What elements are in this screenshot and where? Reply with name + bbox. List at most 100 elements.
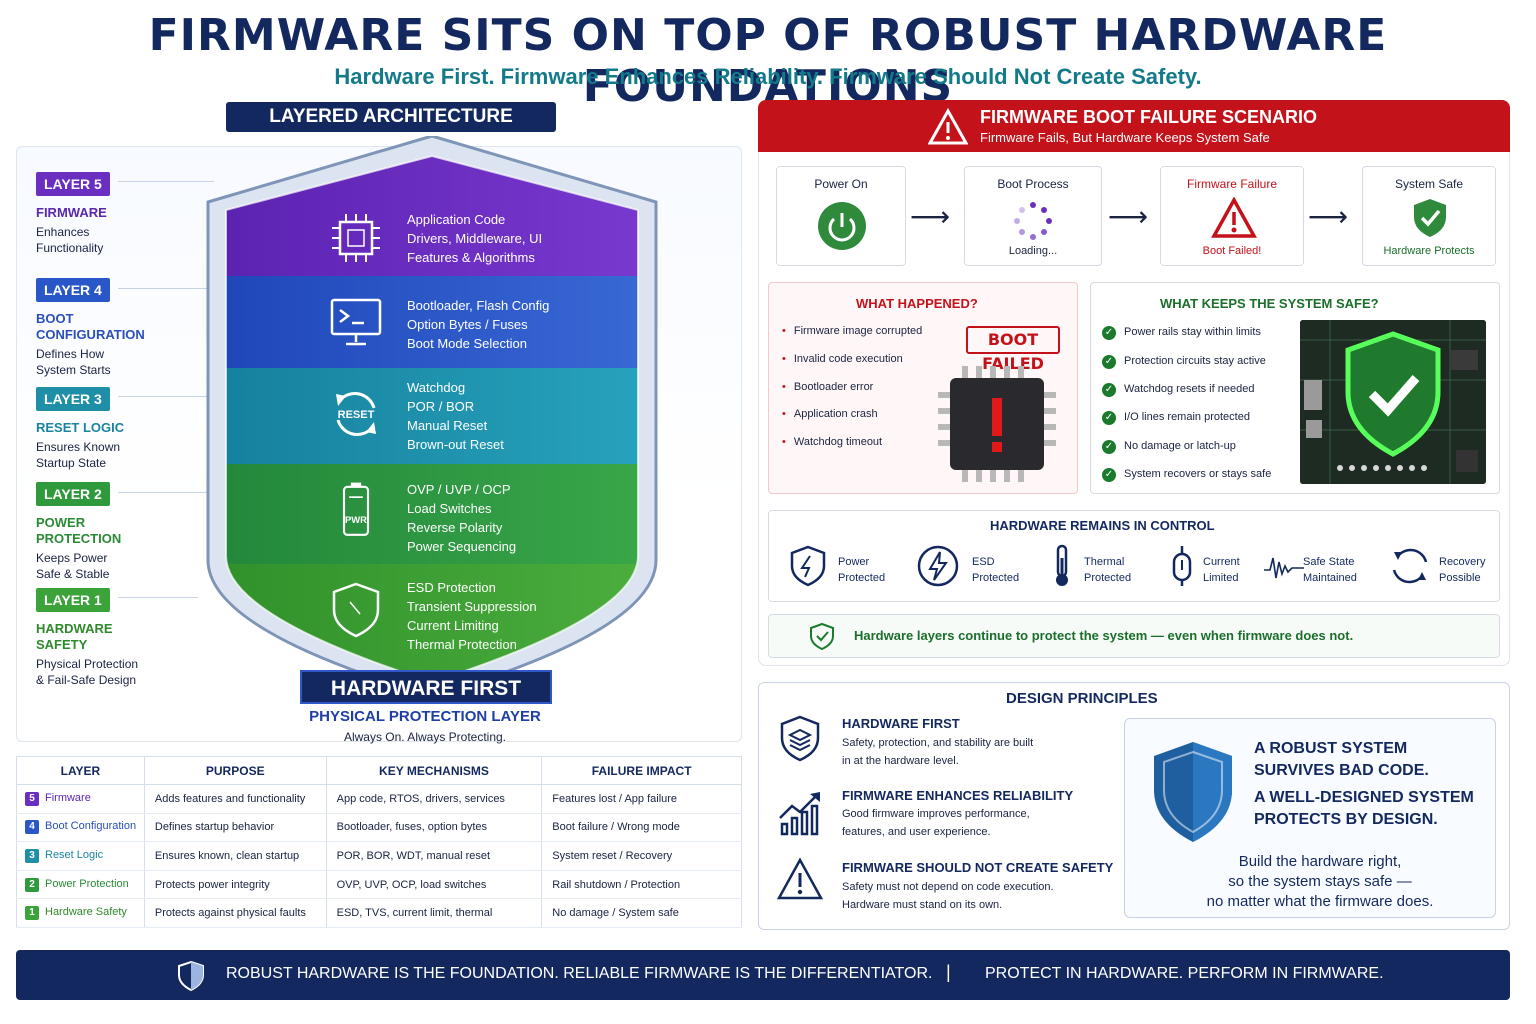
table-header-row: LAYER PURPOSE KEY MECHANISMS FAILURE IMP… bbox=[16, 756, 742, 785]
layer-badge: LAYER 1 bbox=[36, 588, 110, 612]
connector-line bbox=[118, 288, 214, 289]
shield-icon bbox=[332, 582, 380, 638]
row-purpose: Ensures known, clean startup bbox=[144, 841, 327, 871]
failure-title: FIRMWARE BOOT FAILURE SCENARIO bbox=[980, 107, 1317, 127]
flow-arrow: ⟶ bbox=[910, 201, 951, 232]
connector-line bbox=[118, 181, 214, 182]
reset-icon: RESET bbox=[336, 392, 376, 436]
row-mechanisms: Bootloader, fuses, option bytes bbox=[326, 813, 543, 843]
list-item: ✓System recovers or stays safe bbox=[1102, 468, 1271, 482]
shield-icon bbox=[1154, 742, 1232, 842]
step-status: Boot Failed! bbox=[1202, 245, 1262, 257]
list-item: ✓No damage or latch-up bbox=[1102, 440, 1236, 454]
list-item: ✓Watchdog resets if needed bbox=[1102, 383, 1254, 397]
list-item: ✓Power rails stay within limits bbox=[1102, 326, 1261, 340]
footer-separator: | bbox=[946, 962, 951, 982]
circuit-board-image bbox=[1300, 320, 1486, 484]
row-layer: Reset Logic bbox=[45, 848, 104, 861]
step-label: System Safe bbox=[1394, 177, 1464, 191]
lightning-icon bbox=[917, 545, 959, 587]
principle-heading: FIRMWARE SHOULD NOT CREATE SAFETY bbox=[842, 860, 1114, 875]
check-icon: ✓ bbox=[1102, 468, 1116, 482]
connector-line bbox=[118, 396, 214, 397]
principle-heading: HARDWARE FIRST bbox=[842, 716, 960, 731]
row-impact: System reset / Recovery bbox=[541, 841, 742, 871]
physical-protection-label: PHYSICAL PROTECTION LAYER bbox=[309, 708, 541, 725]
row-purpose: Protects power integrity bbox=[144, 870, 327, 900]
refresh-icon bbox=[1392, 548, 1428, 584]
list-item: Invalid code execution bbox=[782, 353, 903, 365]
flow-arrow: ⟶ bbox=[1308, 201, 1349, 232]
what-happened-title: WHAT HAPPENED? bbox=[856, 296, 978, 311]
hardware-control-box bbox=[768, 510, 1500, 602]
row-number: 1 bbox=[25, 906, 39, 921]
layer-name: RESET LOGIC bbox=[36, 420, 125, 435]
shield-bolt-icon bbox=[790, 545, 826, 587]
step-system-safe: System Safe Hardware Protects bbox=[1362, 166, 1496, 266]
spinner-icon bbox=[1014, 202, 1052, 240]
table-header: KEY MECHANISMS bbox=[326, 756, 543, 785]
hardware-first-banner: HARDWARE FIRST bbox=[300, 670, 552, 704]
row-mechanisms: POR, BOR, WDT, manual reset bbox=[326, 841, 543, 871]
check-shield-icon bbox=[810, 622, 834, 650]
table-header: FAILURE IMPACT bbox=[541, 756, 742, 785]
layer-name: FIRMWARE bbox=[36, 205, 107, 220]
list-item: ✓I/O lines remain protected bbox=[1102, 411, 1250, 425]
power-icon bbox=[818, 202, 866, 250]
layers-shield-icon bbox=[780, 715, 820, 762]
row-number: 3 bbox=[25, 848, 39, 863]
layer-badge: LAYER 4 bbox=[36, 278, 110, 302]
row-impact: Rail shutdown / Protection bbox=[541, 870, 742, 900]
fuse-icon bbox=[1172, 546, 1192, 586]
boot-failed-stamp: BOOT FAILED bbox=[966, 326, 1060, 373]
warning-icon bbox=[928, 108, 968, 145]
architecture-banner: LAYERED ARCHITECTURE bbox=[226, 102, 556, 132]
terminal-icon bbox=[330, 298, 382, 346]
row-number: 4 bbox=[25, 820, 39, 835]
row-number: 2 bbox=[25, 877, 39, 892]
growth-chart-icon bbox=[779, 792, 820, 836]
footer-left-text: ROBUST HARDWARE IS THE FOUNDATION. RELIA… bbox=[226, 965, 933, 982]
shield-icon bbox=[178, 960, 204, 992]
page-subtitle: Hardware First. Firmware Enhances Reliab… bbox=[334, 64, 1202, 89]
table-row: 3 Reset Logic Ensures known, clean startu… bbox=[16, 841, 742, 871]
row-mechanisms: App code, RTOS, drivers, services bbox=[326, 784, 543, 814]
list-item: Watchdog timeout bbox=[782, 436, 882, 448]
continue-protection-bar bbox=[768, 614, 1500, 658]
row-mechanisms: OVP, UVP, OCP, load switches bbox=[326, 870, 543, 900]
row-layer: Boot Configuration bbox=[45, 820, 137, 833]
step-label: Power On bbox=[814, 177, 868, 191]
step-status: Hardware Protects bbox=[1383, 245, 1475, 257]
row-impact: No damage / System safe bbox=[541, 898, 742, 928]
step-boot-process: Boot Process Loading... bbox=[964, 166, 1102, 266]
check-icon: ✓ bbox=[1102, 326, 1116, 340]
reset-icon-label: RESET bbox=[338, 409, 375, 421]
waveform-icon bbox=[1264, 557, 1304, 579]
layer-table: LAYER PURPOSE KEY MECHANISMS FAILURE IMP… bbox=[16, 756, 742, 928]
failure-header bbox=[758, 100, 1510, 152]
principle-body: Safety must not depend on code execution… bbox=[842, 881, 1054, 911]
warning-icon bbox=[1211, 197, 1257, 238]
